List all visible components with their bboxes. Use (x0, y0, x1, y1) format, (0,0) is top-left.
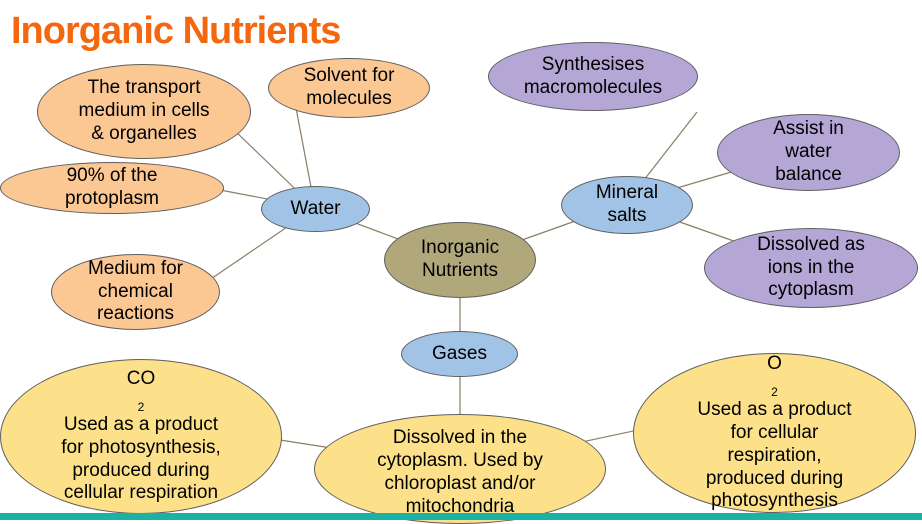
node-medium-reactions: Medium for chemical reactions (51, 254, 220, 330)
node-water: Water (261, 186, 370, 232)
node-center: Inorganic Nutrients (384, 222, 536, 298)
node-protoplasm: 90% of the protoplasm (0, 162, 224, 214)
o2-description: Used as a product for cellular respirati… (697, 399, 852, 512)
node-transport-medium: The transport medium in cells & organell… (37, 64, 251, 159)
node-dissolved-ions: Dissolved as ions in the cytoplasm (704, 228, 918, 308)
node-water-balance: Assist in water balance (717, 114, 900, 191)
node-dissolved-cytoplasm: Dissolved in the cytoplasm. Used by chlo… (314, 414, 606, 524)
page-title: Inorganic Nutrients (11, 10, 341, 52)
bottom-accent-bar (0, 513, 922, 520)
co2-description: Used as a product for photosynthesis, pr… (61, 414, 221, 504)
node-mineral-salts: Mineral salts (561, 176, 693, 234)
node-synthesises: Synthesises macromolecules (488, 42, 698, 111)
node-gases: Gases (401, 331, 518, 377)
node-solvent: Solvent for molecules (268, 58, 430, 118)
